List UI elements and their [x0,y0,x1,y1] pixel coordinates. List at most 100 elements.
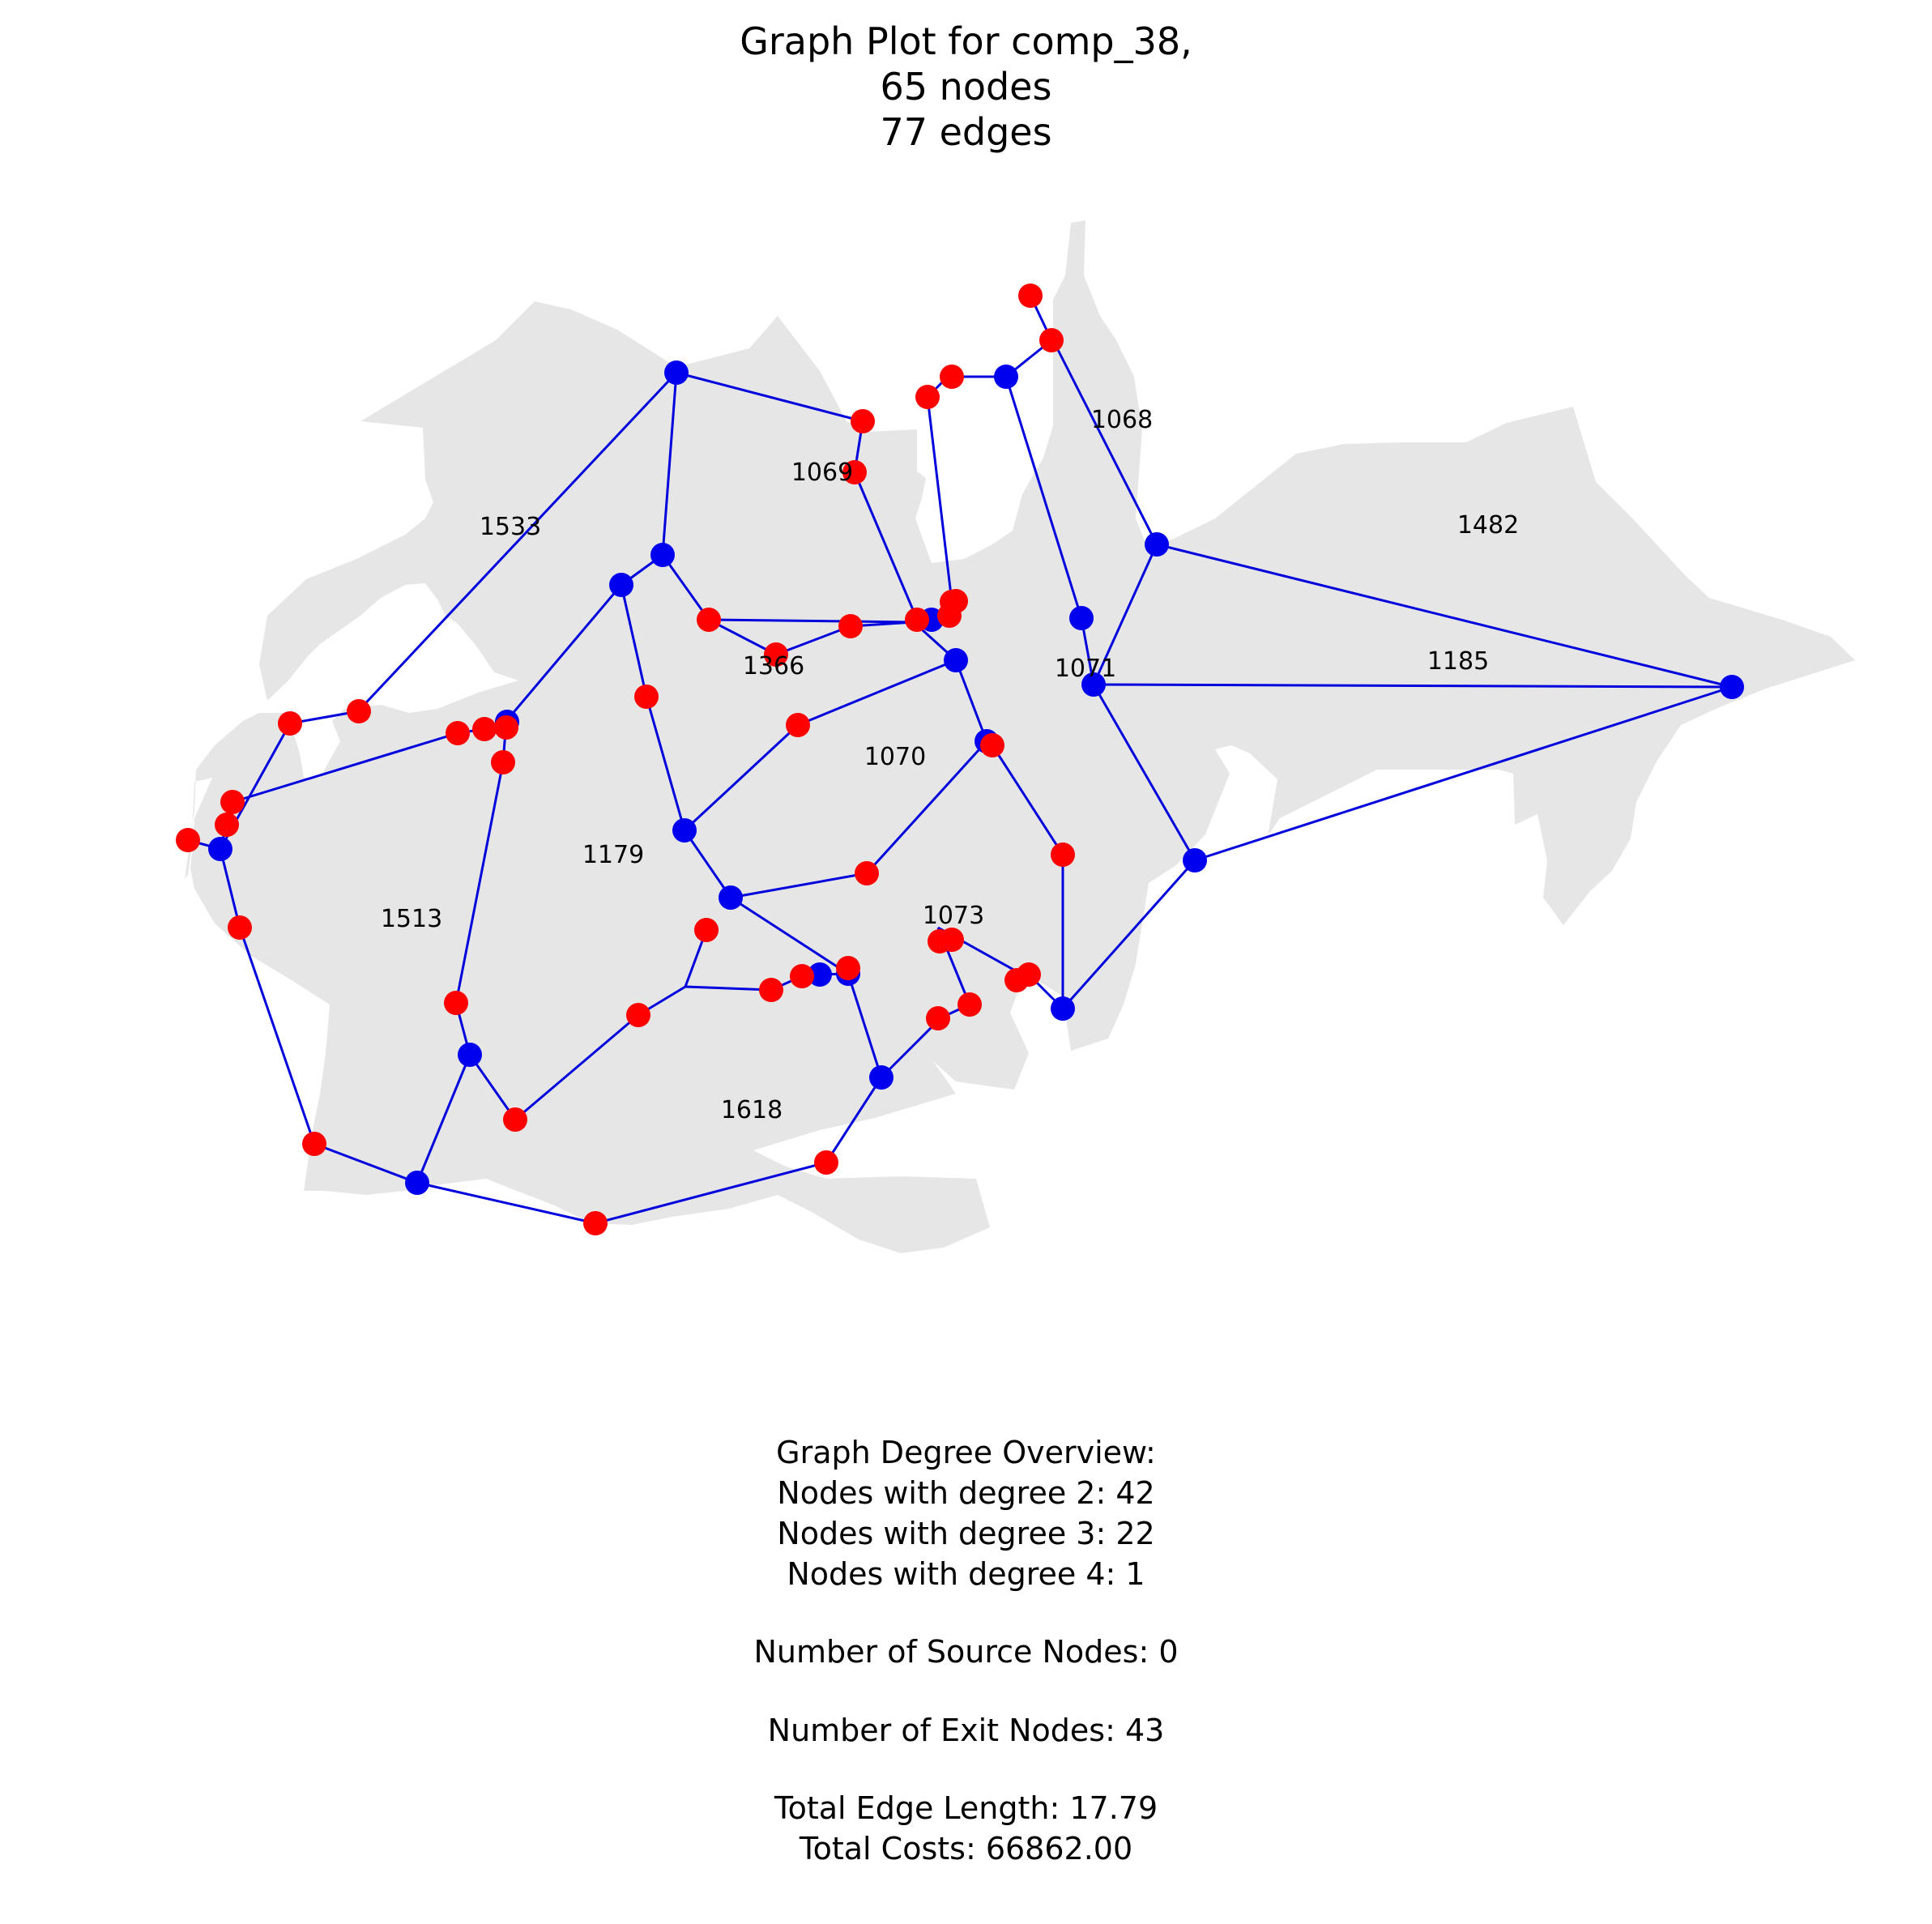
graph-edge [730,896,849,975]
graph-edge [1194,685,1733,862]
graph-edge [847,973,883,1078]
graph-edge [219,848,241,928]
region-label: 1185 [1427,647,1489,676]
exit-node [446,721,470,745]
exit-node [937,604,962,628]
exit-node [583,1211,608,1235]
exit-node [940,365,964,389]
region-label: 1069 [791,459,853,487]
junction-node [994,365,1018,389]
region-label: 1068 [1091,406,1153,434]
exit-node [915,385,940,409]
junction-node [1069,606,1094,630]
exit-node [1017,962,1041,987]
junction-node [808,962,832,987]
region-label: 1179 [582,841,644,869]
exit-node [1051,843,1075,867]
graph-edge [454,761,505,1004]
exit-node [302,1132,326,1156]
total-costs: Total Costs: 66862.00 [799,1831,1133,1866]
graph-edge [313,1142,418,1184]
junction-node [1183,848,1207,872]
exit-node [838,614,863,638]
junction-node [609,573,633,597]
junction-node [672,818,697,843]
source-nodes-count: Number of Source Nodes: 0 [753,1634,1179,1670]
exit-node [980,733,1004,757]
junction-node [650,543,675,567]
graph-edge [708,618,915,624]
plot-title-line-2: 65 nodes [880,65,1052,109]
graph-edge [620,584,648,698]
graph-edge [676,371,864,423]
junction-node [944,648,968,672]
plot-title-line-3: 77 edges [880,110,1052,154]
exit-node [347,699,371,723]
exit-node [905,608,929,632]
exit-node [491,750,515,774]
graph-edge [661,554,710,621]
exit-node [842,460,867,484]
region-label: 1618 [721,1096,783,1124]
graph-edge [1156,543,1733,689]
graph-edge [775,625,851,656]
graph-edge [355,371,678,715]
exit-node [1039,328,1064,352]
exit-node [220,790,245,814]
exit-node [228,915,252,940]
exit-node [176,828,200,852]
exit-node [851,409,875,433]
graph-edge [1092,544,1158,685]
junction-node [1145,532,1169,557]
graph-edge [853,471,915,612]
graph-edge [1004,376,1083,619]
degree-4-count: Nodes with degree 4: 1 [787,1556,1145,1592]
exit-node [855,861,879,885]
degree-overview-heading: Graph Degree Overview: [776,1435,1156,1470]
graph-edge [232,732,458,804]
exit-node [814,1150,838,1175]
region-label: 1071 [1055,655,1116,683]
graph-edge [416,1054,471,1184]
graph-edge [595,1161,827,1225]
graph-edge [683,830,732,898]
graph-edge [880,1019,940,1079]
junction-node [1720,675,1744,699]
graph-edge [645,696,686,831]
exit-node [634,685,659,709]
graph-edge [468,1054,517,1120]
exit-node [836,956,860,980]
junction-node [458,1043,482,1067]
exit-node [759,978,783,1002]
exit-node [697,608,721,632]
degree-3-count: Nodes with degree 3: 22 [777,1516,1155,1551]
junction-node [208,837,232,861]
graph-edge [825,1077,883,1163]
graph-edge [954,659,988,742]
region-label: 1366 [743,652,804,680]
region-label: 1070 [864,743,926,771]
exit-node [790,964,814,988]
graph-edge [685,985,772,992]
graph-edge [661,372,678,556]
exit-node [494,715,518,740]
exit-node [940,928,964,952]
exit-node [472,717,497,741]
junction-node [1081,672,1106,697]
region-label: 1513 [381,905,442,933]
graph-edge [730,872,868,899]
exit-node [1018,284,1043,308]
junction-node [719,885,743,910]
region-label: 1073 [923,902,984,930]
exit-node [215,813,239,837]
junction-node [1051,996,1075,1021]
exit-node [503,1107,527,1132]
graph-edge [1092,684,1196,861]
region-label: 1533 [480,513,541,541]
graph-edge [505,584,623,722]
region-polygons [185,220,1855,1253]
total-edge-length: Total Edge Length: 17.79 [774,1790,1158,1826]
region-label: 1482 [1457,511,1519,540]
